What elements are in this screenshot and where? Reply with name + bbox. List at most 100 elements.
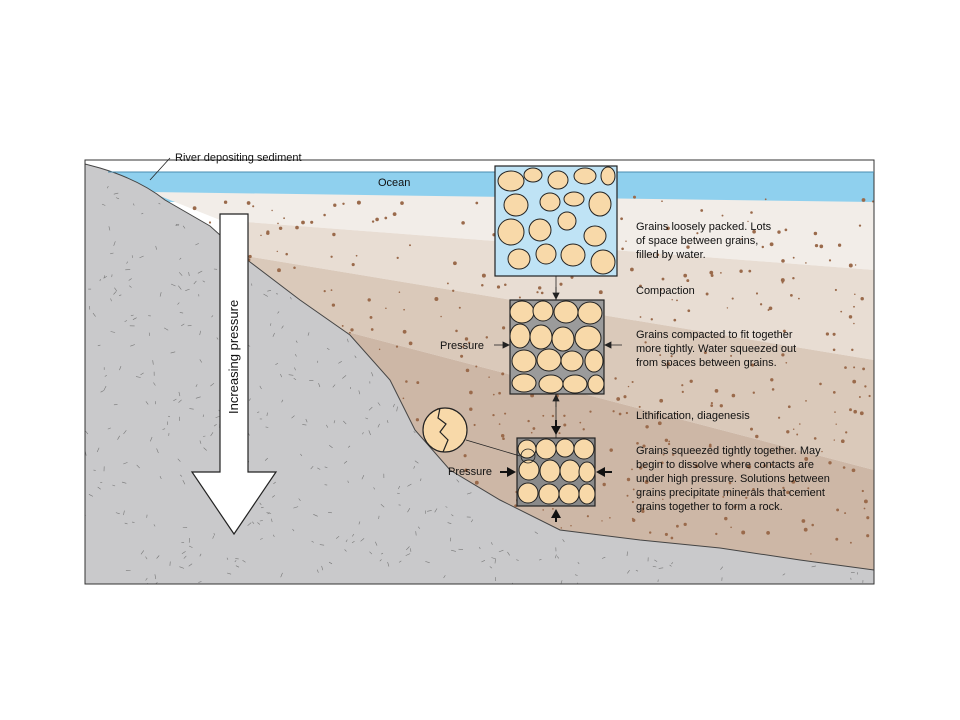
bedrock-dash [181,551,186,554]
sediment-dot [747,220,749,223]
bedrock-dash [288,374,294,376]
grain [574,325,602,351]
bedrock-dash [347,338,349,343]
sediment-dot [728,481,732,485]
sediment-dot [639,466,643,470]
sediment-dot [333,203,337,207]
sediment-dot [558,432,561,435]
grain [529,324,553,350]
sediment-dot [475,201,479,205]
sediment-dot [767,309,770,311]
sediment-dot [402,329,407,334]
bedrock-dash [574,574,578,576]
bedrock-dash [263,293,268,297]
sediment-dot [861,489,864,493]
sediment-dot [848,263,853,268]
sediment-dot [813,437,817,440]
sediment-dot [504,283,507,287]
bedrock-dash [375,541,378,546]
sediment-dot [502,437,505,441]
bedrock-dash [305,418,308,423]
sediment-dot [621,247,624,251]
sediment-dot [810,553,812,555]
sediment-dot [746,465,750,468]
grain [517,482,539,504]
bedrock-dash [266,512,272,514]
bedrock-dash [414,460,419,464]
grain [551,326,575,352]
sediment-dot [632,195,637,199]
loose-grains-box [494,165,618,277]
sediment-dot [819,382,822,386]
bedrock-dash [329,445,333,449]
bedrock-dash [141,212,144,215]
bedrock-dash [658,567,664,569]
bedrock-dash [126,261,128,264]
bedrock-dash [434,508,438,513]
sediment-dot [252,205,255,208]
bedrock-dash [132,317,137,320]
bedrock-dash [123,430,127,435]
bedrock-dash [188,545,193,548]
sediment-dot [814,243,819,248]
bedrock-dash [213,423,217,427]
bedrock-dash [281,325,284,329]
bedrock-dash [415,531,417,536]
sediment-dot [681,390,684,394]
bedrock-dash [242,559,246,563]
sediment-dot [473,423,476,427]
sediment-dot [616,397,621,401]
bedrock-dash [354,355,357,359]
sediment-dot [853,366,856,369]
sediment-dot [625,411,629,415]
sediment-dot [464,337,469,341]
bedrock-dash [182,225,186,229]
sediment-dot [729,462,732,465]
sediment-dot [833,439,835,441]
bedrock-dash [130,344,136,347]
sediment-dot [675,412,678,415]
sediment-dot [440,315,442,318]
bedrock-dash [181,323,185,327]
sediment-dot [385,307,387,310]
sediment-dot [670,355,673,358]
sediment-dot [500,434,505,438]
bedrock-dash [654,559,658,562]
sediment-dot [586,515,589,518]
bedrock-dash [247,522,252,526]
bedrock-dash [290,296,292,300]
bedrock-dash [413,465,415,469]
bedrock-dash [179,312,184,314]
bedrock-dash [317,467,321,470]
sediment-dot [781,353,785,357]
sediment-dot [868,394,871,398]
bedrock-dash [235,565,240,568]
grain [507,248,531,270]
sediment-dot [370,328,374,331]
sediment-dot [665,364,668,367]
sediment-dot [681,384,684,387]
grain [539,459,561,483]
bedrock-dash [470,519,474,523]
sediment-dot [285,252,288,256]
sediment-dot [670,536,674,540]
bedrock-dash [413,431,416,434]
sediment-dot [811,523,814,527]
bedrock-dash [202,435,206,437]
sediment-dot [872,200,874,203]
bedrock-dash [123,462,128,465]
sediment-dot [851,468,856,473]
sediment-dot [277,222,279,225]
sediment-dot [805,400,807,402]
bedrock-dash [170,351,176,354]
bedrock-dash [197,270,203,274]
bedrock-dash [104,375,107,377]
sediment-dot [750,427,753,431]
sediment-dot [295,225,299,230]
grain [511,373,537,393]
sediment-dot [461,221,465,225]
bedrock-dash [577,562,580,565]
bedrock-dash [333,420,336,424]
sediment-dot [630,267,634,272]
lithified-grains-box [516,437,596,507]
